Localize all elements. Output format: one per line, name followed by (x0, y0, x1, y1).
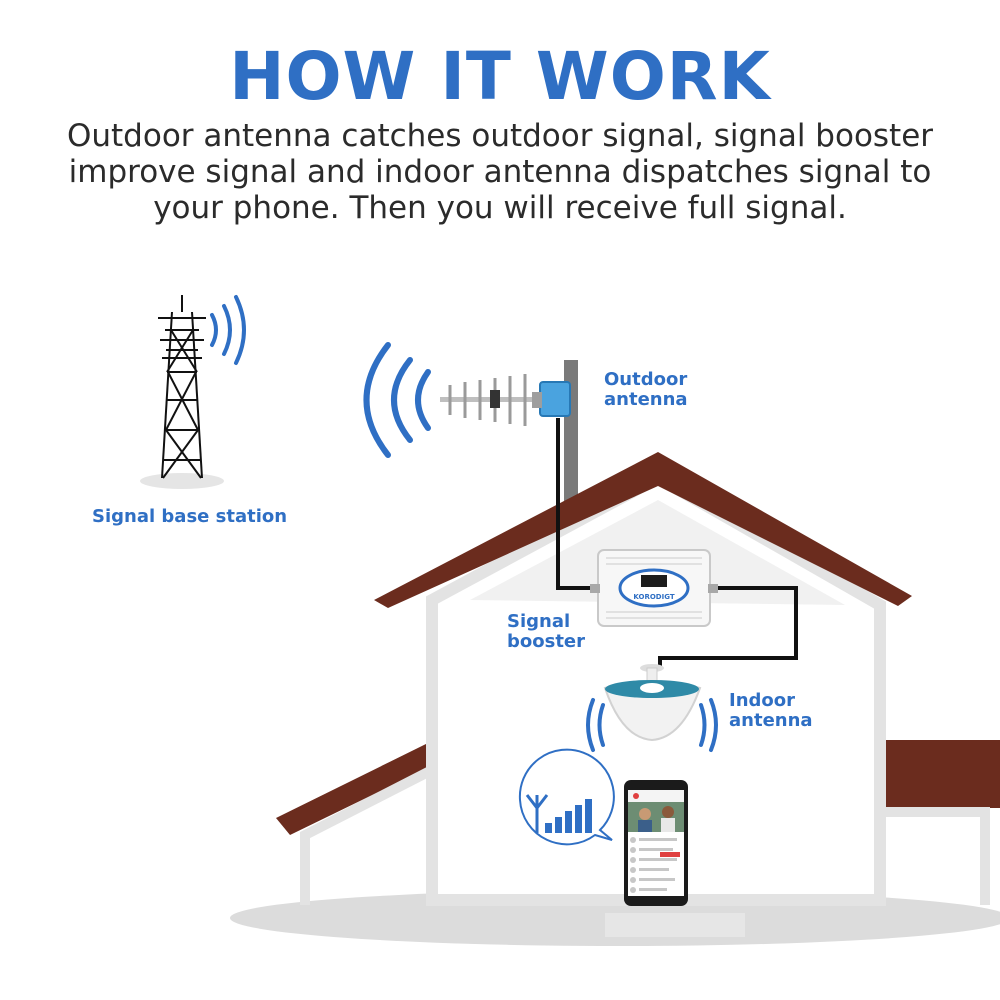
label-indoor-line2: antenna (729, 710, 813, 731)
page-title: HOW IT WORK (229, 38, 771, 115)
antenna-symbol-icon (525, 794, 549, 833)
annex-wall-right (868, 807, 990, 905)
yagi-antenna-icon (440, 374, 571, 426)
signal-bubble-icon (518, 748, 615, 846)
signal-bars-icon (545, 799, 592, 833)
label-booster-line1: Signal (507, 611, 571, 632)
annex-roof-right (868, 740, 1000, 808)
smartphone-icon (624, 780, 688, 906)
outdoor-signal-waves-icon (363, 342, 431, 458)
label-signal-booster: Signal booster (507, 612, 585, 652)
label-booster-line2: booster (507, 631, 586, 652)
cable-booster-to-indoor (658, 586, 798, 668)
label-indoor-antenna: Indoor antenna (729, 691, 813, 731)
label-indoor-line1: Indoor (729, 690, 796, 711)
front-step (605, 913, 745, 937)
label-outdoor-antenna: Outdoor antenna (604, 370, 688, 410)
label-outdoor-line1: Outdoor (604, 369, 688, 390)
tower-shadow (140, 473, 224, 489)
cable-outdoor-to-booster (556, 418, 600, 590)
indoor-antenna-icon (603, 664, 702, 742)
signal-tower-icon (158, 295, 206, 479)
label-signal-base-station: Signal base station (92, 507, 287, 527)
booster-brand-text: KORODIGT (633, 593, 674, 601)
signal-booster-device-icon: KORODIGT (590, 549, 718, 627)
indoor-signal-waves-icon (586, 698, 718, 752)
annex-roof-left (276, 742, 440, 835)
label-base-station-text: Signal base station (92, 506, 288, 527)
tower-signal-waves-icon (210, 295, 246, 365)
annex-wall-left (300, 765, 435, 905)
main-roof (374, 452, 912, 608)
page-subtitle: Outdoor antenna catches outdoor signal, … (66, 118, 934, 226)
label-outdoor-line2: antenna (604, 389, 688, 410)
